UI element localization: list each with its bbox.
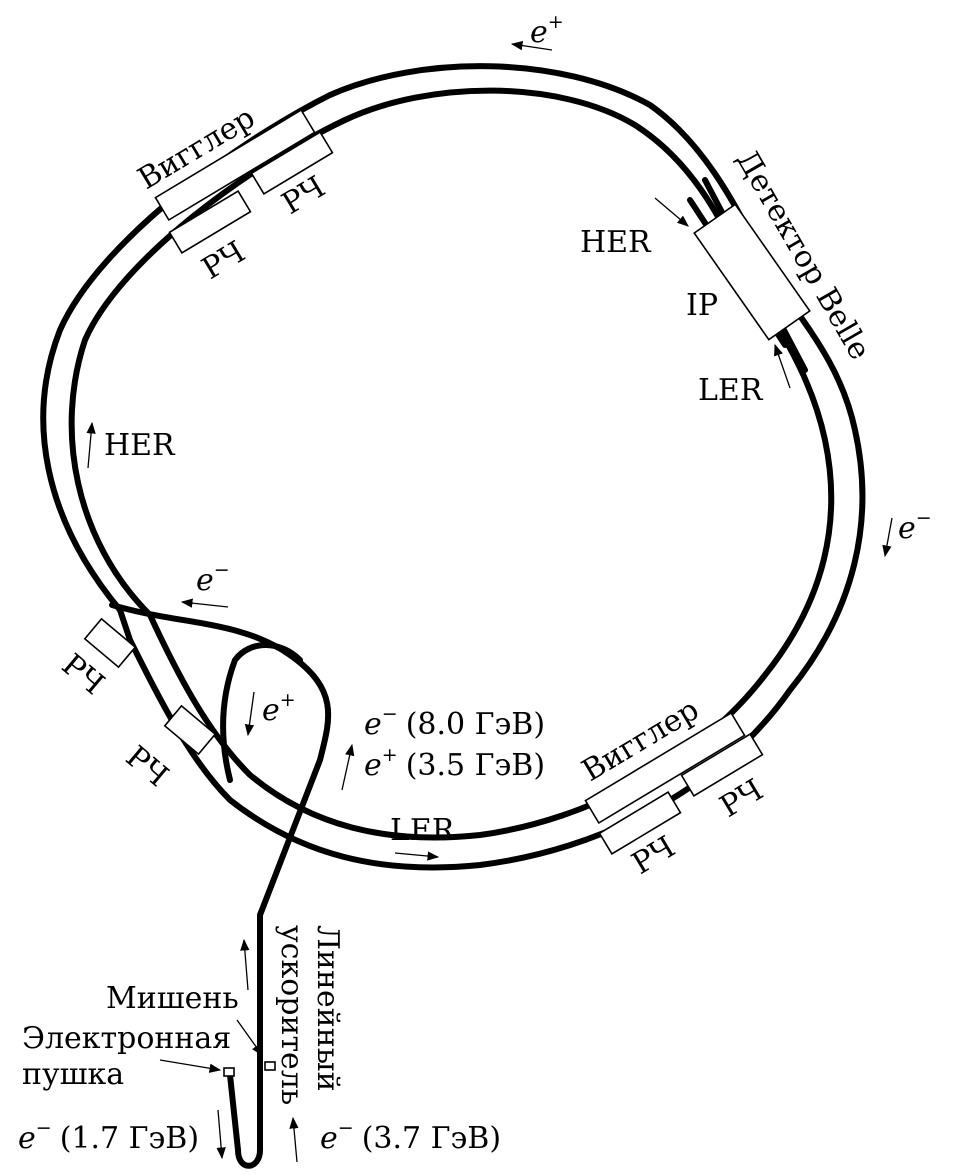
rf-box-top-right — [250, 131, 334, 195]
rf-box-left-lower — [163, 704, 217, 756]
arrow-injection-up — [341, 743, 355, 791]
arrow-linac-return — [289, 1116, 299, 1163]
eminus-label-loop: e− — [196, 559, 230, 598]
her-label-ip: HER — [580, 225, 652, 260]
arrow-linac-up — [240, 938, 250, 991]
arrow-eplus-top — [510, 40, 553, 51]
rf-label-left-lower: РЧ — [119, 739, 175, 794]
arrow-eminus-right — [882, 517, 893, 558]
gun-label-line2: пушка — [22, 1057, 124, 1092]
ler-label-bottom: LER — [390, 813, 456, 848]
gun-energy-label: e−(1.7 ГэВ) — [18, 1117, 199, 1156]
rf-label-left-upper: РЧ — [55, 647, 111, 702]
arrow-her-left — [86, 421, 96, 469]
ip-label: IP — [686, 288, 718, 323]
injection-eminus-label: e−(8.0 ГэВ) — [364, 703, 545, 742]
arrow-eplus-loop — [244, 691, 255, 737]
wiggler-top-box — [154, 108, 316, 222]
rf-box-left-upper — [83, 617, 137, 669]
arrow-ler-bottom — [394, 851, 440, 861]
arrow-target — [236, 1019, 263, 1056]
eminus-label-right: e− — [898, 507, 932, 546]
gun-label-line1: Электронная — [22, 1021, 231, 1056]
positron-transfer-line — [220, 642, 303, 783]
inner-ring — [68, 87, 835, 841]
rf-box-bottom-right — [680, 733, 764, 797]
injection-eplus-label: e+(3.5 ГэВ) — [364, 744, 545, 783]
injection-loop — [109, 602, 332, 1169]
outer-ring — [40, 63, 866, 871]
gun-marker — [223, 1067, 235, 1077]
her-label-left: HER — [104, 428, 176, 463]
linac-energy-label: e−(3.7 ГэВ) — [320, 1117, 501, 1156]
eplus-label-top: e+ — [530, 11, 564, 50]
detector-box — [693, 203, 811, 341]
rf-box-bottom-left — [598, 791, 682, 855]
target-marker — [264, 1061, 276, 1071]
linac-label-line1: Линейный — [310, 925, 345, 1092]
rf-box-top-left — [168, 190, 252, 254]
rf-label-top-left: РЧ — [196, 235, 251, 287]
ler-label-ip: LER — [698, 373, 764, 408]
arrow-gun — [159, 1059, 222, 1073]
rf-label-bottom-right: РЧ — [714, 773, 769, 825]
eplus-label-loop: e+ — [262, 689, 296, 728]
linac-label-line2: ускоритель — [274, 925, 309, 1105]
target-label: Мишень — [106, 981, 239, 1016]
arrow-gun-down — [216, 1109, 226, 1160]
arrow-her-ip — [654, 197, 689, 227]
wiggler-bottom-box — [584, 711, 746, 825]
arrow-ler-ip — [774, 343, 791, 389]
arrow-eminus-loop — [180, 598, 229, 608]
